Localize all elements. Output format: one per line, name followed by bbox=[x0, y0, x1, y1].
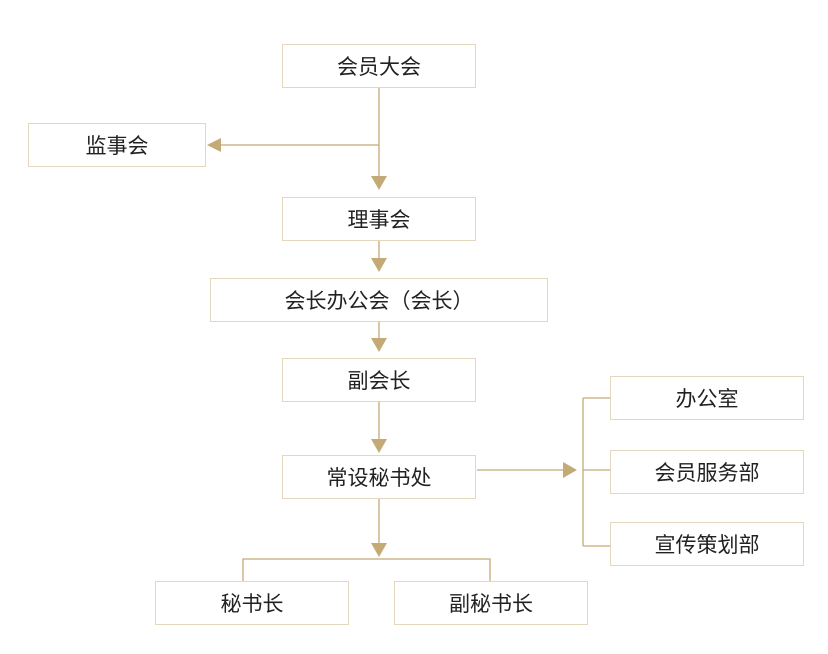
node-deputy-secretary-general: 副秘书长 bbox=[394, 581, 588, 625]
arrow-to-secretariat bbox=[371, 439, 387, 453]
arrow-to-council bbox=[371, 176, 387, 190]
node-supervisory-board: 监事会 bbox=[28, 123, 206, 167]
node-president-office: 会长办公会（会长） bbox=[210, 278, 548, 322]
node-council: 理事会 bbox=[282, 197, 476, 241]
arrow-to-president-office bbox=[371, 258, 387, 272]
arrow-to-departments bbox=[563, 462, 577, 478]
connector-secretaries bbox=[242, 558, 491, 581]
node-secretariat: 常设秘书处 bbox=[282, 455, 476, 499]
node-general-assembly: 会员大会 bbox=[282, 44, 476, 88]
arrow-to-supervisory bbox=[207, 138, 221, 152]
node-secretary-general: 秘书长 bbox=[155, 581, 349, 625]
node-vice-president: 副会长 bbox=[282, 358, 476, 402]
node-office: 办公室 bbox=[610, 376, 804, 420]
arrow-to-secretaries bbox=[371, 543, 387, 557]
node-member-services: 会员服务部 bbox=[610, 450, 804, 494]
arrow-to-vice-president bbox=[371, 338, 387, 352]
node-publicity-planning: 宣传策划部 bbox=[610, 522, 804, 566]
